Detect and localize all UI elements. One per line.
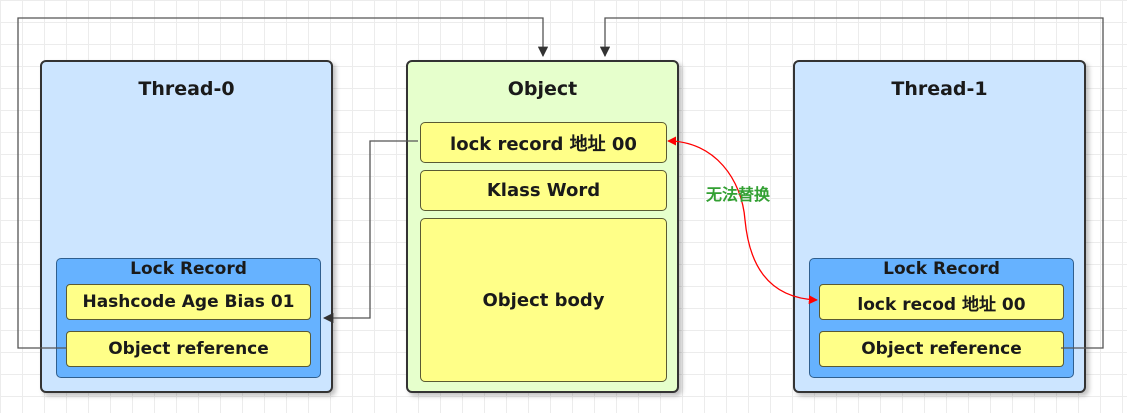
thread-0-panel: Thread-0 Lock Record Hashcode Age Bias 0… [40, 60, 333, 393]
thread-0-lock-record: Lock Record Hashcode Age Bias 01 Object … [56, 258, 321, 378]
thread-1-object-reference: Object reference [819, 331, 1064, 367]
thread-1-panel: Thread-1 Lock Record lock recod 地址 00 Ob… [793, 60, 1086, 393]
thread-0-object-reference: Object reference [66, 331, 311, 367]
mark-word-to-thread-0-lock-record-connector [322, 140, 418, 324]
thread-0-lock-record-title: Lock Record [130, 259, 247, 279]
object-klass-word: Klass Word [420, 170, 667, 211]
object-body: Object body [420, 218, 667, 382]
cannot-replace-label: 无法替换 [706, 185, 771, 204]
object-panel: Object lock record 地址 00 Klass Word Obje… [406, 60, 679, 393]
thread-0-mark-word-copy: Hashcode Age Bias 01 [66, 284, 311, 320]
thread-1-title: Thread-1 [891, 78, 988, 100]
thread-1-lock-record-address: lock recod 地址 00 [819, 284, 1064, 320]
thread-1-lock-record: Lock Record lock recod 地址 00 Object refe… [809, 258, 1074, 378]
object-title: Object [507, 78, 578, 100]
thread-0-title: Thread-0 [138, 78, 235, 100]
thread-1-lock-record-title: Lock Record [883, 259, 1000, 279]
object-mark-word: lock record 地址 00 [420, 122, 667, 163]
